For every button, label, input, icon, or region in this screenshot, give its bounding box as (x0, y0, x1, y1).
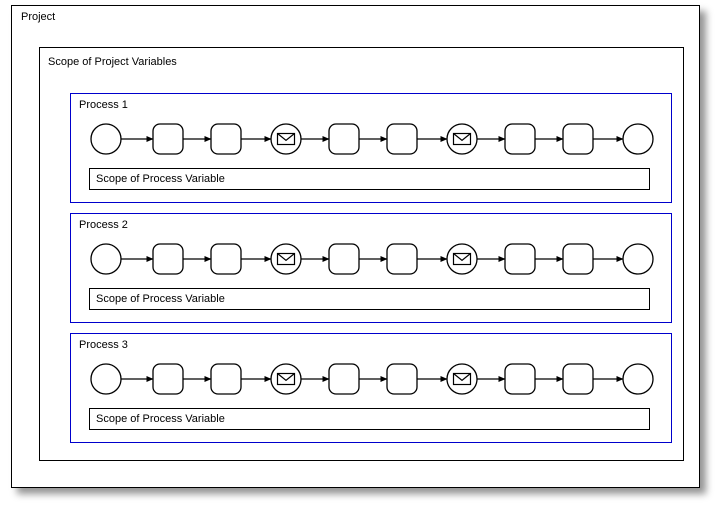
flow-node-task[interactable] (152, 363, 184, 395)
flow-node-message-event[interactable] (270, 123, 302, 155)
process-lane[interactable]: Process 2 Scope of Process Variable (70, 213, 672, 323)
envelope-icon (276, 252, 296, 266)
flow-node-task[interactable] (210, 243, 242, 275)
flow-node-task[interactable] (152, 123, 184, 155)
envelope-icon (452, 252, 472, 266)
flow-node-message-event[interactable] (270, 243, 302, 275)
flow-node-task[interactable] (328, 243, 360, 275)
flow-node-task[interactable] (386, 243, 418, 275)
process-flow-row (71, 236, 673, 282)
flow-node-message-event[interactable] (446, 363, 478, 395)
flow-node-message-event[interactable] (446, 243, 478, 275)
flow-node-start-event[interactable] (90, 363, 122, 395)
flow-node-task[interactable] (562, 243, 594, 275)
flow-node-task[interactable] (328, 123, 360, 155)
flow-node-task[interactable] (562, 123, 594, 155)
flow-node-task[interactable] (210, 363, 242, 395)
process-variable-scope-label: Scope of Process Variable (96, 173, 225, 185)
process-lane[interactable]: Process 3 Scope of Process Variable (70, 333, 672, 443)
flow-node-start-event[interactable] (90, 243, 122, 275)
process-title: Process 2 (79, 219, 128, 231)
process-variable-scope-bar: Scope of Process Variable (89, 408, 650, 430)
flow-node-task[interactable] (386, 363, 418, 395)
envelope-icon (276, 132, 296, 146)
process-lane[interactable]: Process 1 Scope of Process Variable (70, 93, 672, 203)
process-title: Process 1 (79, 99, 128, 111)
flow-node-task[interactable] (328, 363, 360, 395)
flow-node-message-event[interactable] (446, 123, 478, 155)
process-variable-scope-bar: Scope of Process Variable (89, 168, 650, 190)
flow-node-end-event[interactable] (622, 123, 654, 155)
project-title: Project (21, 11, 56, 23)
flow-node-start-event[interactable] (90, 123, 122, 155)
project-variables-scope-frame: Scope of Project Variables Process 1 Scop… (39, 47, 684, 461)
process-title: Process 3 (79, 339, 128, 351)
flow-node-task[interactable] (504, 123, 536, 155)
flow-node-task[interactable] (562, 363, 594, 395)
process-variable-scope-label: Scope of Process Variable (96, 293, 225, 305)
flow-node-message-event[interactable] (270, 363, 302, 395)
flow-node-task[interactable] (210, 123, 242, 155)
flow-node-end-event[interactable] (622, 243, 654, 275)
process-flow-row (71, 116, 673, 162)
process-variable-scope-label: Scope of Process Variable (96, 413, 225, 425)
flow-node-end-event[interactable] (622, 363, 654, 395)
project-frame: Project Scope of Project Variables Proce… (11, 5, 700, 488)
envelope-icon (452, 132, 472, 146)
process-flow-row (71, 356, 673, 402)
project-variables-scope-title: Scope of Project Variables (48, 56, 177, 68)
envelope-icon (276, 372, 296, 386)
envelope-icon (452, 372, 472, 386)
flow-node-task[interactable] (386, 123, 418, 155)
flow-node-task[interactable] (152, 243, 184, 275)
flow-node-task[interactable] (504, 243, 536, 275)
flow-node-task[interactable] (504, 363, 536, 395)
process-variable-scope-bar: Scope of Process Variable (89, 288, 650, 310)
